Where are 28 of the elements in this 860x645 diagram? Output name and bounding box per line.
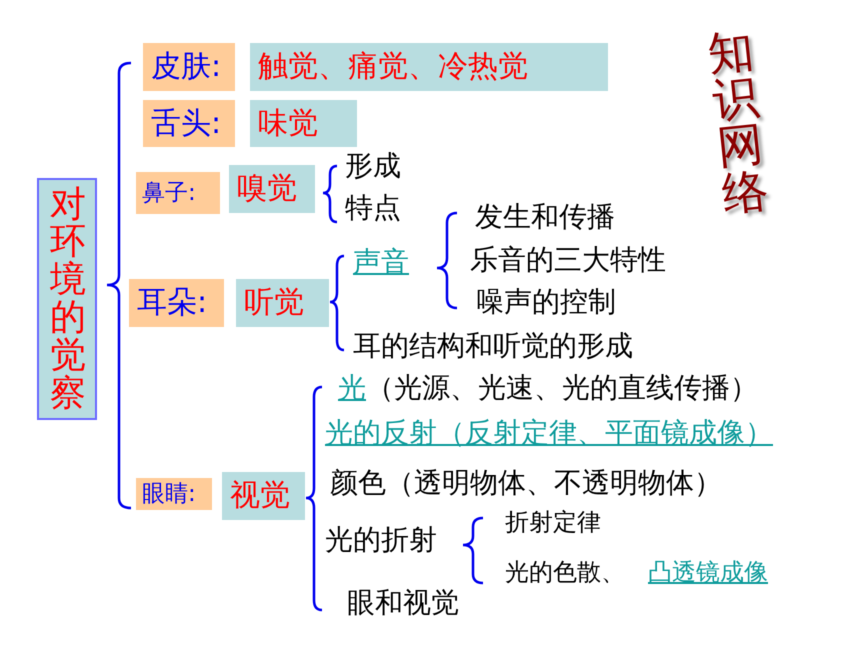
organ-box: 鼻子: — [136, 172, 220, 214]
topic-text: 光的折射 — [325, 526, 437, 554]
sense-box: 听觉 — [236, 279, 329, 327]
topic-text: 发生和传播 — [475, 203, 615, 231]
topic-box: 对环境的觉察 — [37, 178, 97, 420]
topic-text: 形成 — [345, 152, 401, 180]
topic-text: 光的色散、 — [505, 560, 625, 584]
link-text: 光的反射（反射定律、平面镜成像） — [325, 419, 773, 447]
organ-box: 眼睛: — [136, 478, 212, 510]
topic-text: 特点 — [345, 194, 401, 222]
organ-box: 皮肤: — [143, 43, 235, 91]
topic-text: 噪声的控制 — [476, 288, 616, 316]
organ-box: 耳朵: — [129, 279, 224, 327]
link-text: 声音 — [353, 248, 409, 276]
topic-text: 眼和视觉 — [347, 589, 459, 617]
sense-box: 视觉 — [222, 472, 305, 520]
link-text: 凸透镜成像 — [648, 560, 768, 584]
sense-box: 嗅觉 — [229, 165, 315, 213]
sense-box: 味觉 — [250, 100, 357, 147]
title: 知识网络 — [705, 26, 772, 218]
link-text: 光 — [338, 374, 366, 402]
organ-box: 舌头: — [143, 100, 235, 147]
topic-text: 耳的结构和听觉的形成 — [353, 332, 633, 360]
topic-text: 折射定律 — [505, 510, 601, 534]
topic-text: 颜色（透明物体、不透明物体） — [330, 469, 722, 497]
topic-text: （光源、光速、光的直线传播） — [366, 374, 758, 402]
topic-text: 乐音的三大特性 — [470, 246, 666, 274]
sense-box: 触觉、痛觉、冷热觉 — [250, 43, 608, 91]
